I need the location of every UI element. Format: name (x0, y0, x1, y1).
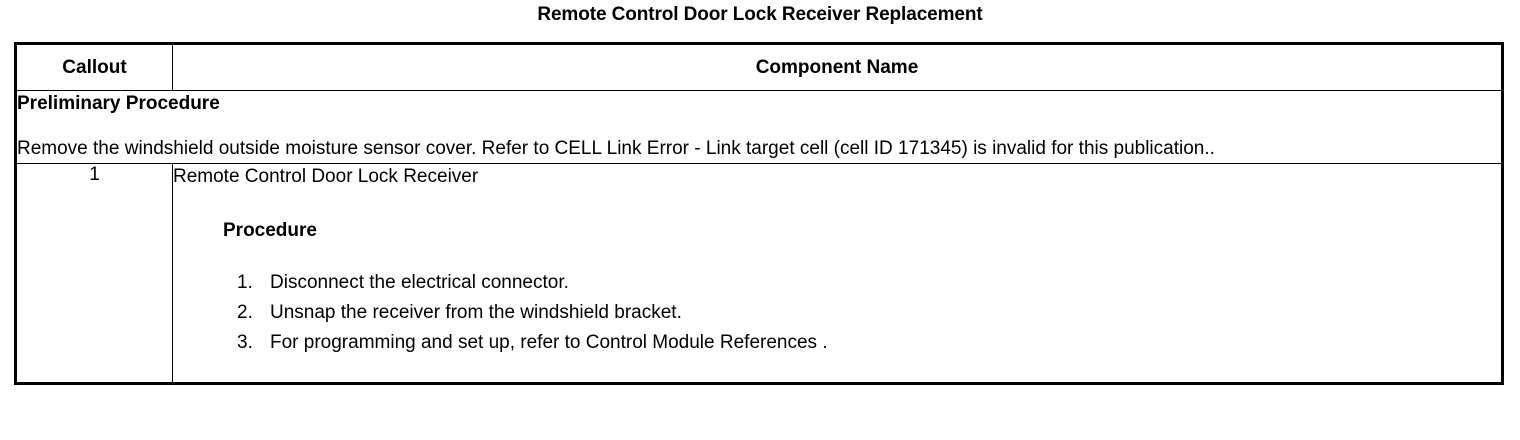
preliminary-procedure-cell: Preliminary Procedure Remove the windshi… (15, 90, 1503, 164)
column-header-component-name: Component Name (172, 43, 1503, 91)
callout-number-cell: 1 (15, 163, 173, 384)
component-detail-cell: Remote Control Door Lock Receiver Proced… (172, 163, 1503, 384)
table-header-row: Callout Component Name (15, 43, 1503, 91)
list-item: Disconnect the electrical connector. (237, 268, 569, 298)
preliminary-procedure-row: Preliminary Procedure Remove the windshi… (15, 90, 1503, 164)
preliminary-procedure-heading: Preliminary Procedure (17, 93, 220, 114)
list-item: Unsnap the receiver from the windshield … (237, 298, 682, 328)
page-title: Remote Control Door Lock Receiver Replac… (537, 4, 983, 25)
procedure-step-list: Disconnect the electrical connector. Uns… (173, 268, 1501, 358)
preliminary-procedure-text: Remove the windshield outside moisture s… (17, 138, 1215, 159)
column-header-callout: Callout (15, 43, 173, 91)
procedure-heading: Procedure (223, 220, 317, 241)
component-name-text: Remote Control Door Lock Receiver (173, 166, 479, 187)
procedure-table: Callout Component Name Preliminary Proce… (14, 42, 1504, 385)
table-row: 1 Remote Control Door Lock Receiver Proc… (15, 163, 1503, 384)
list-item: For programming and set up, refer to Con… (237, 328, 828, 358)
